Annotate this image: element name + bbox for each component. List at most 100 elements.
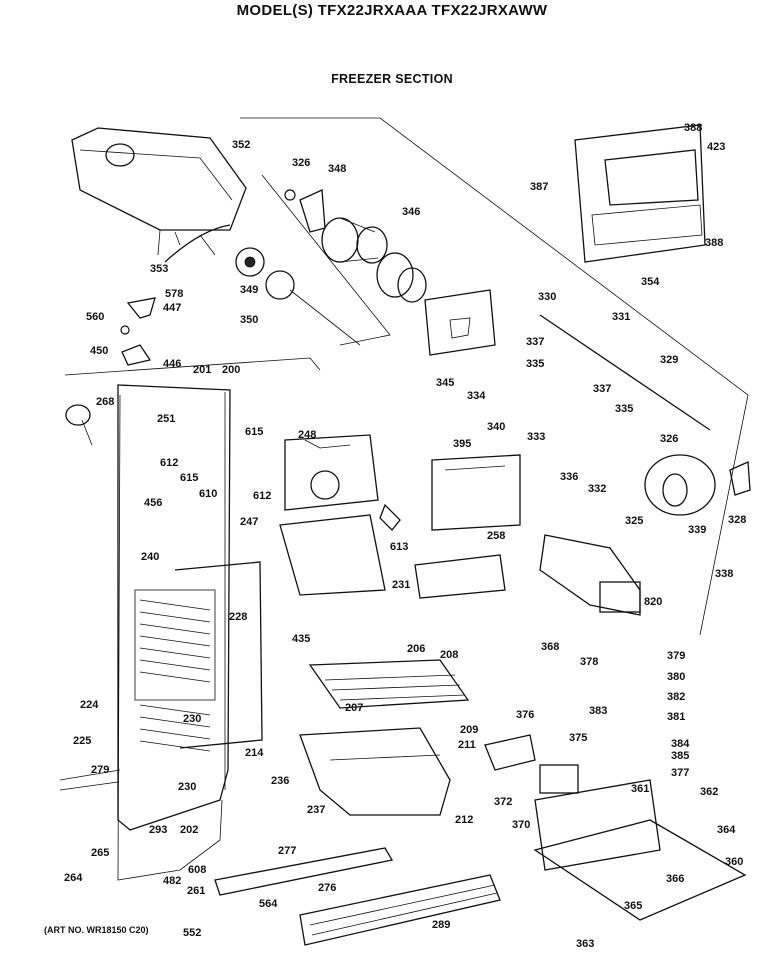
part-label-578: 578: [165, 288, 183, 300]
part-labels: 352 326 348 346 349 350 353 578 447 560 450 446 201 2…: [64, 122, 746, 950]
part-label-325: 325: [625, 515, 643, 527]
part-label-349: 349: [240, 284, 258, 296]
part-label-376: 376: [516, 709, 534, 721]
part-label-340: 340: [487, 421, 505, 433]
plate-360: [533, 819, 747, 921]
part-label-268: 268: [96, 396, 114, 408]
part-label-337: 337: [593, 383, 611, 395]
control-board-395: [431, 454, 521, 531]
part-label-247: 247: [240, 516, 258, 528]
art-number: (ART NO. WR18150 C20): [44, 925, 149, 935]
fan-bracket-247: [279, 434, 401, 596]
auger-assembly: [235, 174, 427, 346]
part-label-214: 214: [245, 747, 264, 759]
part-label-251: 251: [157, 413, 175, 425]
rail-277: [214, 847, 394, 896]
part-label-261: 261: [187, 885, 205, 897]
basket-211: [299, 727, 451, 816]
cabinet-outline: [64, 117, 749, 636]
part-label-338: 338: [715, 568, 733, 580]
part-label-354: 354: [641, 276, 660, 288]
part-label-612: 612: [160, 457, 178, 469]
part-label-231: 231: [392, 579, 410, 591]
part-label-361: 361: [631, 783, 649, 795]
part-label-224: 224: [80, 699, 99, 711]
part-label-293: 293: [149, 824, 167, 836]
part-label-377: 377: [671, 767, 689, 779]
part-label-328: 328: [728, 514, 746, 526]
part-label-332: 332: [588, 483, 606, 495]
part-label-615: 615: [245, 426, 263, 438]
part-label-365: 365: [624, 900, 642, 912]
part-label-360: 360: [725, 856, 743, 868]
part-label-552: 552: [183, 927, 201, 939]
cover-372: [484, 734, 536, 771]
icemaker-820: [539, 534, 641, 616]
part-label-326: 326: [292, 157, 310, 169]
part-label-379: 379: [667, 650, 685, 662]
part-label-612: 612: [253, 490, 271, 502]
part-label-236: 236: [271, 775, 289, 787]
part-label-339: 339: [688, 524, 706, 536]
part-label-335: 335: [526, 358, 544, 370]
part-label-289: 289: [432, 919, 450, 931]
part-label-560: 560: [86, 311, 104, 323]
part-label-331: 331: [612, 311, 630, 323]
part-label-435: 435: [292, 633, 310, 645]
wire-shelf-206: [308, 659, 470, 709]
part-label-608: 608: [188, 864, 206, 876]
part-label-450: 450: [90, 345, 108, 357]
panel-345: [424, 289, 496, 356]
part-label-330: 330: [538, 291, 556, 303]
part-label-615: 615: [180, 472, 198, 484]
part-label-380: 380: [667, 671, 685, 683]
part-label-385: 385: [671, 750, 689, 762]
part-label-364: 364: [717, 824, 736, 836]
part-label-202: 202: [180, 824, 198, 836]
part-label-366: 366: [666, 873, 684, 885]
part-label-375: 375: [569, 732, 587, 744]
part-label-382: 382: [667, 691, 685, 703]
part-label-265: 265: [91, 847, 109, 859]
part-label-388: 388: [705, 237, 723, 249]
part-label-446: 446: [163, 358, 181, 370]
part-label-447: 447: [163, 302, 181, 314]
part-label-346: 346: [402, 206, 420, 218]
part-label-613: 613: [390, 541, 408, 553]
part-label-378: 378: [580, 656, 598, 668]
part-label-206: 206: [407, 643, 425, 655]
part-label-208: 208: [440, 649, 458, 661]
grille-289: [299, 874, 501, 946]
part-label-335: 335: [615, 403, 633, 415]
evaporator-228: [134, 561, 263, 752]
part-label-345: 345: [436, 377, 454, 389]
part-label-384: 384: [671, 738, 690, 750]
part-label-482: 482: [163, 875, 181, 887]
part-label-348: 348: [328, 163, 346, 175]
bracket-cluster: [120, 297, 156, 366]
part-label-370: 370: [512, 819, 530, 831]
part-label-372: 372: [494, 796, 512, 808]
part-label-326: 326: [660, 433, 678, 445]
part-label-820: 820: [644, 596, 662, 608]
part-label-225: 225: [73, 735, 91, 747]
part-label-207: 207: [345, 702, 363, 714]
part-label-350: 350: [240, 314, 258, 326]
part-label-456: 456: [144, 497, 162, 509]
part-label-237: 237: [307, 804, 325, 816]
part-label-212: 212: [455, 814, 473, 826]
part-label-230: 230: [183, 713, 201, 725]
dispenser-door-387: [574, 124, 706, 263]
part-label-258: 258: [487, 530, 505, 542]
motor-assembly-325: [539, 314, 751, 516]
part-label-353: 353: [150, 263, 168, 275]
part-label-201: 201: [193, 364, 211, 376]
part-label-329: 329: [660, 354, 678, 366]
part-label-564: 564: [259, 898, 278, 910]
part-label-352: 352: [232, 139, 250, 151]
part-label-230: 230: [178, 781, 196, 793]
part-label-610: 610: [199, 488, 217, 500]
part-label-200: 200: [222, 364, 240, 376]
